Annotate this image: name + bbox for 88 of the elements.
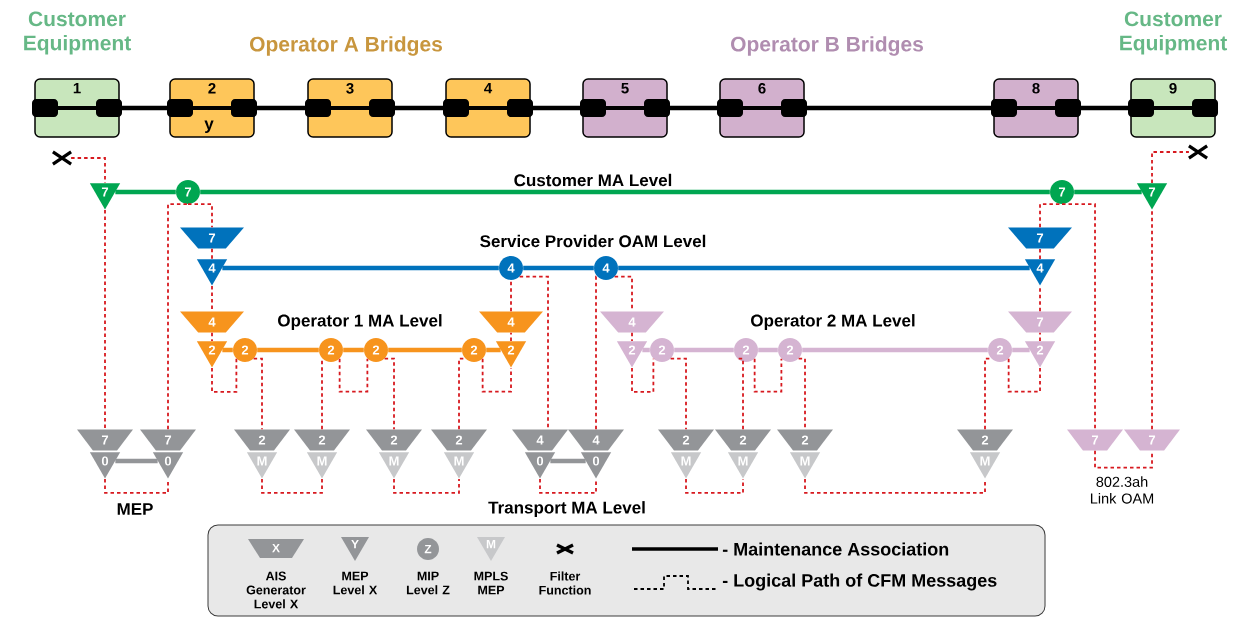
ma-line xyxy=(618,265,1030,271)
level-label: Customer MA Level xyxy=(514,173,672,187)
ma-line xyxy=(642,347,650,353)
ma-line xyxy=(530,105,583,111)
group-heading: Operator B Bridges xyxy=(731,36,923,56)
group-heading: Customer Equipment xyxy=(1120,11,1227,55)
ma-line xyxy=(486,347,501,353)
dashed-path xyxy=(167,203,189,431)
dashed-path xyxy=(338,357,369,393)
ma-line xyxy=(667,105,720,111)
bridge-box: 2 y xyxy=(167,78,257,138)
group-heading: Customer Equipment xyxy=(24,11,131,55)
bridge-box: 9 xyxy=(1128,78,1218,138)
dashed-path xyxy=(1094,449,1153,469)
ma-line xyxy=(119,105,170,111)
legend-text: MPLS MEP xyxy=(474,571,508,595)
dashed-path xyxy=(510,279,512,313)
dashed-path xyxy=(481,357,512,393)
dashed-path xyxy=(753,357,783,393)
dashed-path xyxy=(595,275,599,431)
bridge-box: 8 xyxy=(991,78,1081,138)
level-label: Operator 2 MA Level xyxy=(751,314,915,330)
symbol-letter: Y xyxy=(351,539,359,549)
ma-line xyxy=(1078,105,1131,111)
dashed-path xyxy=(1039,331,1041,342)
dashed-path xyxy=(539,478,597,494)
bridge-box: 6 xyxy=(717,78,807,138)
legend-text: - Logical Path of CFM Messages xyxy=(722,573,997,591)
ma-line xyxy=(222,265,499,271)
level-label: Operator 1 MA Level xyxy=(278,314,442,330)
legend-text: MEP Level X xyxy=(333,571,378,595)
dashed-path xyxy=(631,331,633,342)
dashed-path xyxy=(685,478,744,494)
ma-line xyxy=(388,347,462,353)
ma-line xyxy=(1074,189,1142,195)
ma-line xyxy=(758,347,778,353)
bridge-box: 5 xyxy=(580,78,670,138)
dashed-path xyxy=(383,357,395,431)
dashed-path xyxy=(1151,209,1153,431)
dashed-path xyxy=(393,478,460,494)
legend-text: AIS Generator Level X xyxy=(246,571,306,609)
ma-line xyxy=(392,105,446,111)
symbol-letter: Z xyxy=(424,544,432,554)
ma-line xyxy=(254,105,308,111)
symbol-letter: M xyxy=(486,539,496,549)
group-heading: Operator A Bridges xyxy=(250,36,442,56)
dashed-path xyxy=(1061,203,1096,431)
ma-line xyxy=(674,347,734,353)
mep-label: MEP xyxy=(117,503,153,515)
ma-line xyxy=(343,347,364,353)
ma-line xyxy=(115,189,176,195)
bridge-box: 4 xyxy=(443,78,533,138)
dashed-path xyxy=(211,357,238,393)
dashed-path xyxy=(804,478,986,494)
level-label: Transport MA Level xyxy=(488,501,645,517)
legend-text: MIP Level Z xyxy=(406,571,450,595)
dashed-path xyxy=(187,203,213,229)
ma-line xyxy=(1012,347,1030,353)
level-label: Service Provider OAM Level xyxy=(480,234,706,248)
dashed-path xyxy=(1007,357,1041,393)
ma-line xyxy=(115,458,158,464)
symbol-letter: X xyxy=(272,543,280,553)
ma-line xyxy=(550,458,586,464)
dashed-path xyxy=(669,357,687,431)
dashed-path xyxy=(510,331,512,342)
ma-line xyxy=(222,347,233,353)
ma-line xyxy=(200,189,1050,195)
ma-line xyxy=(804,105,994,111)
dashed-path xyxy=(104,478,169,494)
dashed-path xyxy=(261,478,323,494)
filter-cross xyxy=(51,150,73,166)
link-oam-label: 802.3ah Link OAM xyxy=(1091,476,1154,504)
bridge-box: 3 xyxy=(305,78,395,138)
ma-line xyxy=(802,347,988,353)
bridge-box: 1 xyxy=(32,78,122,138)
ma-line xyxy=(523,265,594,271)
dashed-path xyxy=(1039,285,1041,313)
legend-text: Filter Function xyxy=(539,571,591,595)
filter-cross xyxy=(1187,144,1209,160)
dashed-path xyxy=(104,209,106,431)
dashed-path xyxy=(211,247,213,260)
dashed-path xyxy=(736,357,744,431)
dashed-path xyxy=(1151,151,1190,184)
dashed-path xyxy=(211,331,213,342)
legend-text: - Maintenance Association xyxy=(722,542,949,556)
dashed-path xyxy=(252,357,263,431)
dashed-path xyxy=(1039,247,1041,260)
ma-line xyxy=(257,347,319,353)
